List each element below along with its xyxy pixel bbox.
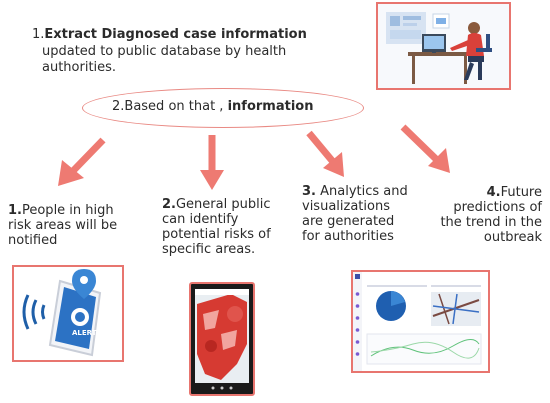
node-3-number: 3. xyxy=(302,184,316,199)
dashboard-screenshot-icon xyxy=(353,272,488,371)
node-1-line-1: People in high xyxy=(21,203,114,218)
node-4-line-3: the trend in the xyxy=(440,215,542,230)
step-1-bold: Extract Diagnosed case information xyxy=(44,27,307,42)
node-4-number: 4. xyxy=(486,185,501,200)
node-1-line-3: notified xyxy=(8,233,58,248)
center-label-bold: information xyxy=(227,99,314,114)
step-1-title: 1.Extract Diagnosed case information xyxy=(32,27,307,43)
dashboard-image xyxy=(351,270,490,373)
node-2-line-4: specific areas. xyxy=(162,242,256,257)
arrow-to-node-1 xyxy=(58,137,106,186)
arrow-to-node-3 xyxy=(306,130,344,177)
arrow-to-node-2 xyxy=(200,135,224,190)
phone-alert-icon: ALERT xyxy=(22,269,102,357)
worker-at-desk-illustration xyxy=(376,2,511,90)
node-1-number: 1. xyxy=(8,203,22,218)
node-2-number: 2. xyxy=(162,197,176,212)
step-1-line-3: authorities. xyxy=(42,60,117,75)
worker-at-desk-icon xyxy=(386,12,492,84)
node-3-line-3: are generated xyxy=(302,214,395,229)
step-1-line-2: updated to public database by health xyxy=(42,44,287,59)
center-ellipse xyxy=(82,88,364,128)
node-1-line-2: risk areas will be xyxy=(8,218,118,233)
node-4-text: 4.Future predictions of the trend in the… xyxy=(420,185,542,245)
alert-label: ALERT xyxy=(72,329,97,337)
node-2-line-1: General public xyxy=(175,197,271,212)
node-3-line-4: for authorities xyxy=(302,229,394,244)
node-2-text: 2.General public can identify potential … xyxy=(162,197,292,257)
node-2-line-3: potential risks of xyxy=(162,227,271,242)
center-label-prefix: 2.Based on that , xyxy=(112,99,228,114)
node-3-line-1: Analytics and xyxy=(315,184,408,199)
node-4-line-1: Future xyxy=(500,185,542,200)
map-phone-image xyxy=(189,282,255,396)
node-2-line-2: can identify xyxy=(162,212,239,227)
node-4-line-2: predictions of xyxy=(453,200,542,215)
node-1-text: 1.People in high risk areas will be noti… xyxy=(8,203,138,248)
arrow-to-node-4 xyxy=(400,124,450,173)
node-4-line-4: outbreak xyxy=(483,230,542,245)
map-phone-icon xyxy=(195,289,249,390)
step-1-number: 1. xyxy=(32,27,45,42)
node-3-text: 3. Analytics and visualizations are gene… xyxy=(302,184,427,244)
node-3-line-2: visualizations xyxy=(302,199,390,214)
phone-alert-image: ALERT xyxy=(12,265,124,362)
center-label: 2.Based on that , information xyxy=(112,99,313,115)
